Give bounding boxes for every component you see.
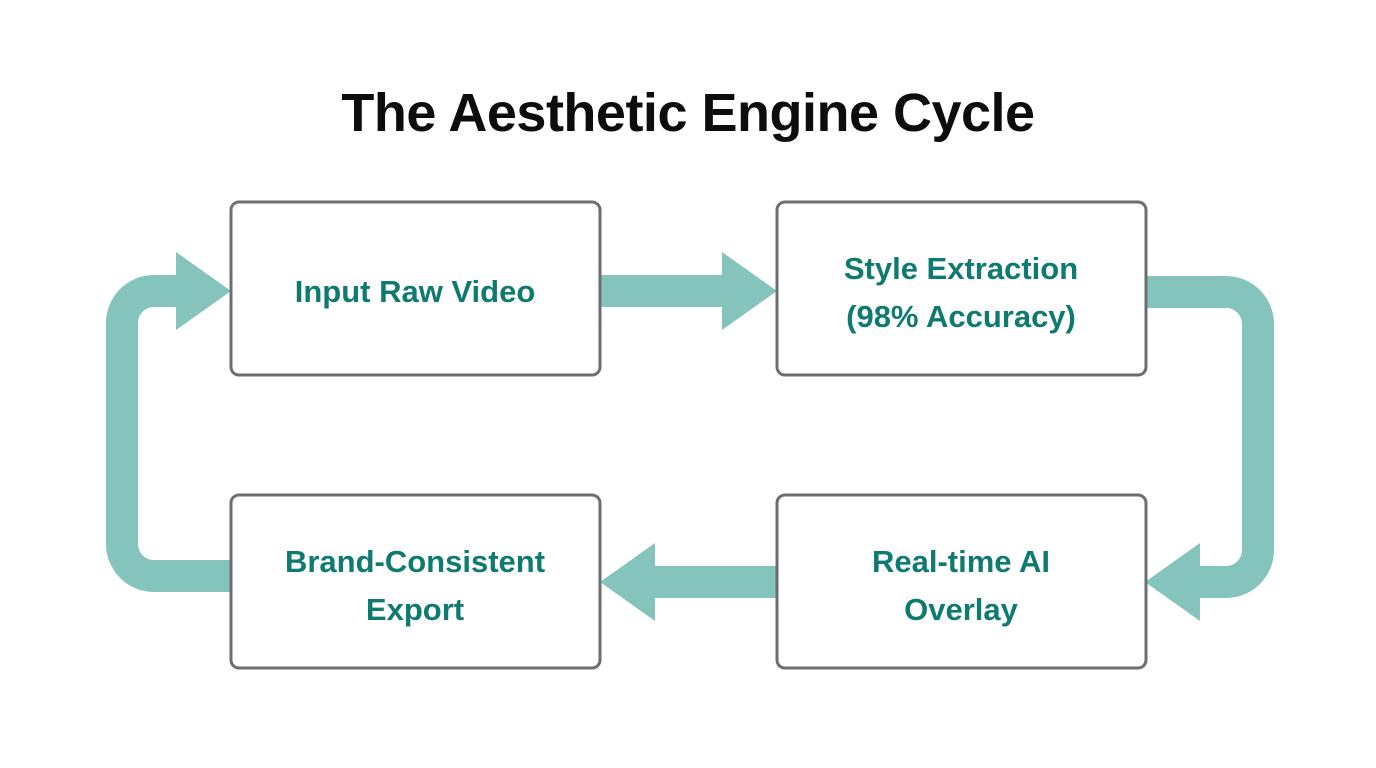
node-box-style-extraction[interactable] xyxy=(775,200,1148,377)
arrowhead-right-into-style xyxy=(722,252,777,330)
arrow-overlay-to-export xyxy=(600,543,777,621)
arrowhead-left-into-export xyxy=(600,543,655,621)
connector-layer xyxy=(106,252,1274,621)
node-label-style-extraction-line2: (98% Accuracy) xyxy=(846,299,1076,334)
arrowhead-right-into-input xyxy=(176,252,231,330)
node-input-raw-video[interactable]: Input Raw Video xyxy=(229,200,602,377)
arrowhead-left-into-overlay xyxy=(1145,543,1200,621)
node-real-time-ai-overlay[interactable]: Real-time AI Overlay xyxy=(775,493,1148,670)
arrow-export-to-input xyxy=(106,252,231,592)
connector-line-input-to-style xyxy=(600,275,726,307)
node-brand-consistent-export[interactable]: Brand-Consistent Export xyxy=(229,493,602,670)
node-style-extraction[interactable]: Style Extraction (98% Accuracy) xyxy=(775,200,1148,377)
node-label-real-time-ai-overlay-line1: Real-time AI xyxy=(872,544,1050,579)
node-label-real-time-ai-overlay-line2: Overlay xyxy=(904,592,1019,627)
connector-line-export-to-input xyxy=(106,275,231,592)
connector-line-overlay-to-export xyxy=(655,566,777,598)
node-label-brand-consistent-export-line1: Brand-Consistent xyxy=(285,544,545,579)
page-title: The Aesthetic Engine Cycle xyxy=(341,83,1034,143)
node-label-brand-consistent-export-line2: Export xyxy=(366,592,464,627)
node-box-input-raw-video[interactable] xyxy=(229,200,602,377)
node-label-input-raw-video: Input Raw Video xyxy=(295,274,536,309)
arrow-style-to-overlay xyxy=(1145,276,1274,621)
node-box-real-time-ai-overlay[interactable] xyxy=(775,493,1148,670)
arrow-input-to-style xyxy=(600,252,777,330)
connector-line-style-to-overlay xyxy=(1145,276,1274,598)
node-label-style-extraction-line1: Style Extraction xyxy=(844,251,1078,286)
node-box-brand-consistent-export[interactable] xyxy=(229,493,602,670)
